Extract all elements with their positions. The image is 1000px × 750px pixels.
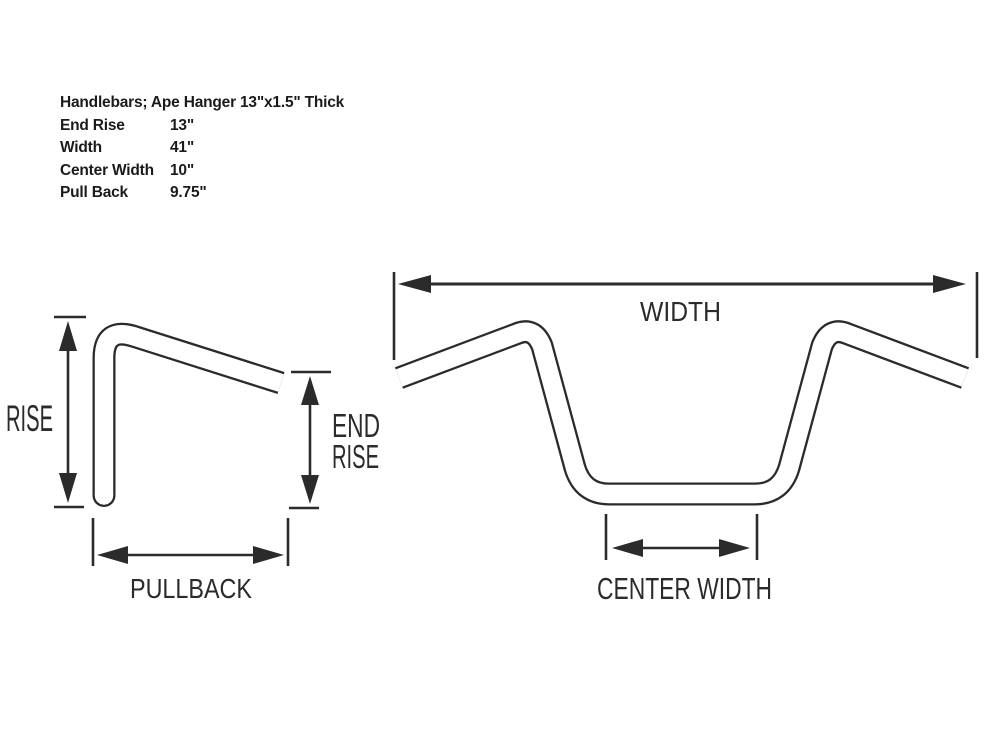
- spec-block: Handlebars; Ape Hanger 13"x1.5" Thick En…: [60, 92, 344, 205]
- pullback-dimension: PULLBACK: [91, 518, 290, 604]
- side-view-handlebar-tube: [92, 322, 285, 507]
- side-view-tube-fill: [94, 325, 284, 495]
- front-view-tube-fill: [395, 322, 969, 504]
- center-width-dimension: CENTER WIDTH: [597, 514, 772, 606]
- center-width-label: CENTER WIDTH: [597, 571, 772, 606]
- pullback-arrowhead-left: [97, 546, 128, 564]
- spec-title: Handlebars; Ape Hanger 13"x1.5" Thick: [60, 94, 345, 111]
- spec-label: Pull Back: [60, 184, 128, 202]
- width-label: WIDTH: [640, 296, 721, 327]
- spec-label: Width: [60, 139, 102, 157]
- spec-row-end-rise: End Rise 13": [60, 115, 344, 138]
- spec-row-pull-back: Pull Back 9.75": [60, 182, 344, 205]
- width-arrowhead-left: [398, 275, 431, 293]
- end-rise-dimension: END RISE: [289, 370, 380, 510]
- front-view-handlebar-tube: [394, 320, 970, 506]
- spec-value: 10": [170, 161, 194, 179]
- center-width-arrowhead-right: [719, 539, 750, 557]
- end-rise-label-line1: END: [332, 407, 380, 444]
- rise-label: RISE: [6, 398, 53, 439]
- end-rise-label-line2: RISE: [332, 438, 379, 475]
- spec-value: 41": [170, 139, 194, 157]
- pullback-arrowhead-right: [253, 546, 284, 564]
- spec-value: 13": [170, 116, 194, 134]
- front-view-tube-outline: [394, 320, 970, 506]
- width-arrowhead-right: [933, 275, 966, 293]
- end-rise-arrowhead-down: [301, 475, 319, 504]
- spec-label: Center Width: [60, 161, 154, 179]
- spec-label: End Rise: [60, 116, 125, 134]
- pullback-label: PULLBACK: [130, 573, 252, 604]
- rise-arrowhead-up: [59, 321, 77, 351]
- spec-row-center-width: Center Width 10": [60, 160, 344, 183]
- end-rise-arrowhead-up: [301, 376, 319, 405]
- rise-arrowhead-down: [59, 473, 77, 503]
- spec-row-width: Width 41": [60, 137, 344, 160]
- width-dimension: WIDTH: [392, 272, 979, 360]
- spec-value: 9.75": [170, 184, 207, 202]
- center-width-arrowhead-left: [612, 539, 643, 557]
- rise-dimension: RISE: [6, 315, 86, 509]
